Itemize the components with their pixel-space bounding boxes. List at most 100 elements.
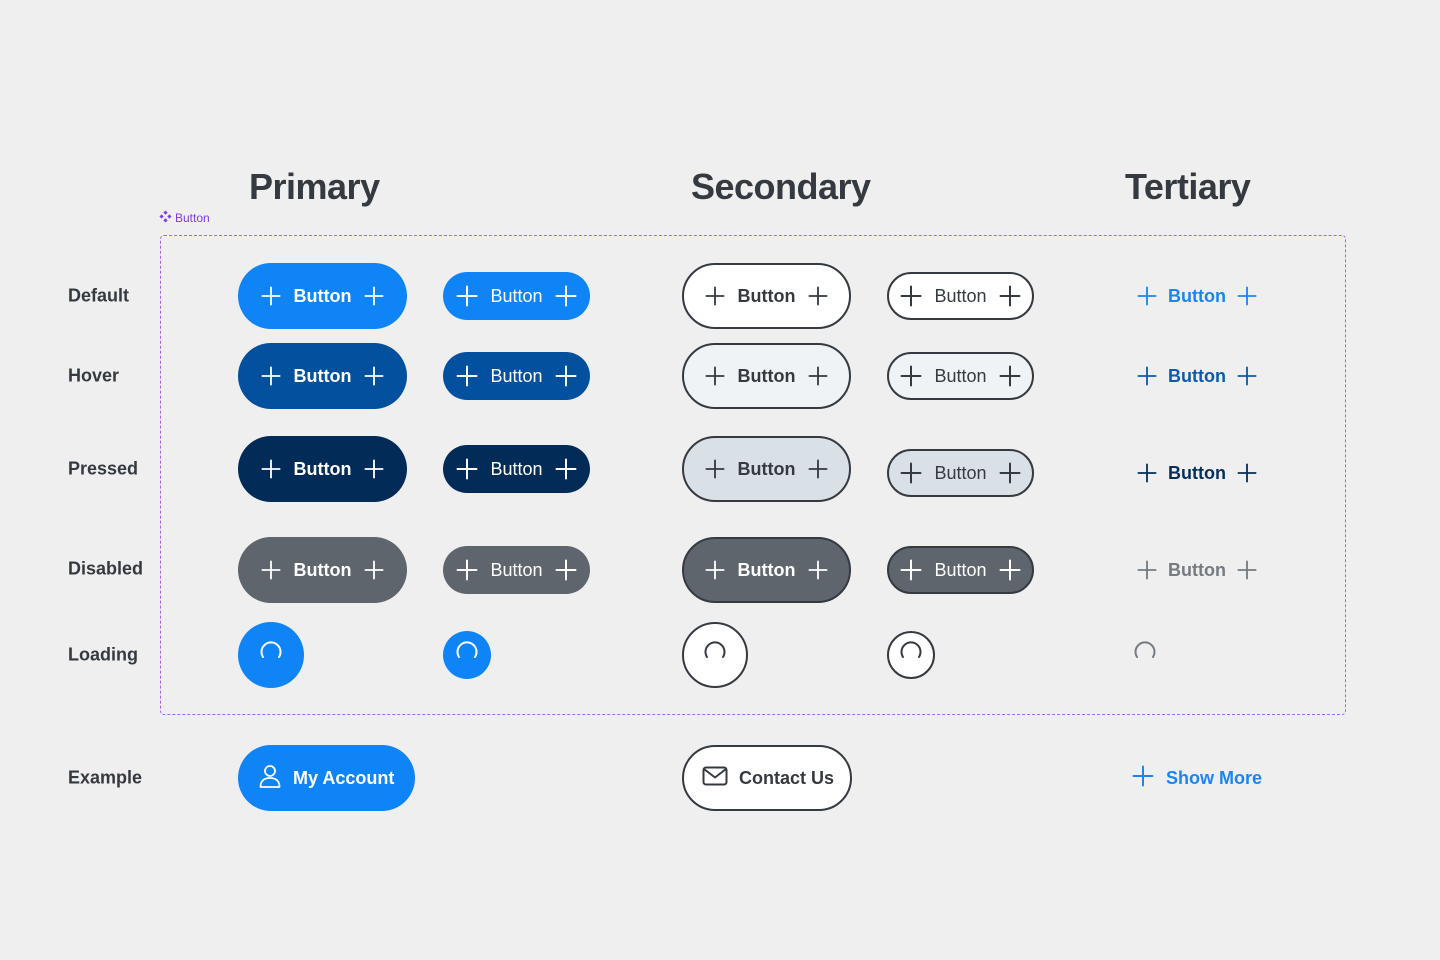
tertiary-loading-button[interactable]: [1130, 640, 1160, 670]
plus-icon: [1132, 765, 1154, 792]
plus-icon: [999, 559, 1021, 581]
plus-icon: [456, 365, 478, 387]
primary-lg-disabled-button[interactable]: Button: [238, 537, 407, 603]
row-label-disabled: Disabled: [68, 558, 144, 579]
my-account-button[interactable]: My Account: [238, 745, 415, 811]
button-label: Button: [293, 559, 352, 580]
plus-icon: [260, 286, 281, 306]
button-label: Button: [1168, 559, 1226, 580]
my-account-label: My Account: [293, 767, 395, 788]
secondary-lg-loading-button[interactable]: [682, 622, 748, 688]
button-label: Button: [737, 365, 796, 386]
primary-lg-pressed-button[interactable]: Button: [238, 436, 407, 502]
button-label: Button: [737, 559, 796, 580]
button-label: Button: [490, 559, 543, 580]
primary-sm-pressed-button[interactable]: Button: [443, 445, 590, 493]
primary-sm-loading-button[interactable]: [443, 631, 491, 679]
row-label-default: Default: [68, 285, 130, 306]
plus-icon: [456, 458, 478, 480]
primary-lg-loading-button[interactable]: [238, 622, 304, 688]
plus-icon: [999, 285, 1021, 307]
secondary-sm-loading-button[interactable]: [887, 631, 935, 679]
plus-icon: [1237, 463, 1257, 483]
row-label-hover: Hover: [68, 365, 120, 386]
spinner-icon: [258, 640, 284, 671]
secondary-lg-hover-button[interactable]: Button: [682, 343, 851, 409]
button-label: Button: [490, 365, 543, 386]
button-label: Button: [1168, 285, 1226, 306]
contact-us-label: Contact Us: [739, 767, 835, 788]
plus-icon: [456, 559, 478, 581]
plus-icon: [1137, 366, 1157, 386]
primary-sm-disabled-button[interactable]: Button: [443, 546, 590, 594]
component-tag: Button: [159, 210, 210, 226]
spinner-icon: [702, 640, 728, 671]
plus-icon: [808, 560, 829, 580]
component-icon: [159, 210, 172, 226]
heading-primary: Primary: [249, 166, 380, 207]
plus-icon: [1237, 560, 1257, 580]
primary-sm-default-button[interactable]: Button: [443, 272, 590, 320]
plus-icon: [1137, 463, 1157, 483]
plus-icon: [260, 366, 281, 386]
tertiary-default-button[interactable]: Button: [1112, 276, 1282, 316]
button-label: Button: [293, 365, 352, 386]
tertiary-pressed-button[interactable]: Button: [1112, 453, 1282, 493]
secondary-sm-pressed-button[interactable]: Button: [887, 449, 1034, 497]
button-label: Button: [934, 559, 987, 580]
secondary-lg-disabled-button[interactable]: Button: [682, 537, 851, 603]
heading-secondary: Secondary: [691, 166, 871, 207]
button-label: Button: [934, 462, 987, 483]
show-more-label: Show More: [1166, 767, 1263, 788]
primary-lg-hover-button[interactable]: Button: [238, 343, 407, 409]
secondary-sm-disabled-button[interactable]: Button: [887, 546, 1034, 594]
plus-icon: [900, 285, 922, 307]
plus-icon: [1237, 286, 1257, 306]
button-label: Button: [490, 458, 543, 479]
plus-icon: [704, 366, 725, 386]
plus-icon: [999, 462, 1021, 484]
plus-icon: [704, 286, 725, 306]
plus-icon: [555, 458, 577, 480]
plus-icon: [555, 365, 577, 387]
plus-icon: [704, 459, 725, 479]
button-label: Button: [1168, 462, 1226, 483]
plus-icon: [704, 560, 725, 580]
user-icon: [259, 764, 281, 793]
button-label: Button: [1168, 365, 1226, 386]
spinner-icon: [1132, 640, 1158, 671]
button-label: Button: [737, 458, 796, 479]
button-label: Button: [293, 458, 352, 479]
plus-icon: [808, 366, 829, 386]
secondary-lg-pressed-button[interactable]: Button: [682, 436, 851, 502]
plus-icon: [364, 459, 385, 479]
tertiary-hover-button[interactable]: Button: [1112, 356, 1282, 396]
row-label-loading: Loading: [68, 644, 138, 665]
plus-icon: [260, 459, 281, 479]
plus-icon: [900, 365, 922, 387]
plus-icon: [900, 559, 922, 581]
plus-icon: [1237, 366, 1257, 386]
contact-us-button[interactable]: Contact Us: [682, 745, 852, 811]
button-label: Button: [737, 285, 796, 306]
show-more-button[interactable]: Show More: [1132, 758, 1282, 798]
row-label-example: Example: [68, 767, 143, 788]
primary-sm-hover-button[interactable]: Button: [443, 352, 590, 400]
secondary-lg-default-button[interactable]: Button: [682, 263, 851, 329]
plus-icon: [555, 559, 577, 581]
button-label: Button: [490, 285, 543, 306]
plus-icon: [808, 459, 829, 479]
plus-icon: [260, 560, 281, 580]
plus-icon: [900, 462, 922, 484]
plus-icon: [364, 366, 385, 386]
button-label: Button: [934, 285, 987, 306]
secondary-sm-hover-button[interactable]: Button: [887, 352, 1034, 400]
secondary-sm-default-button[interactable]: Button: [887, 272, 1034, 320]
button-label: Button: [293, 285, 352, 306]
plus-icon: [456, 285, 478, 307]
tertiary-disabled-button[interactable]: Button: [1112, 550, 1282, 590]
button-label: Button: [934, 365, 987, 386]
component-frame: [160, 235, 1346, 715]
plus-icon: [999, 365, 1021, 387]
primary-lg-default-button[interactable]: Button: [238, 263, 407, 329]
